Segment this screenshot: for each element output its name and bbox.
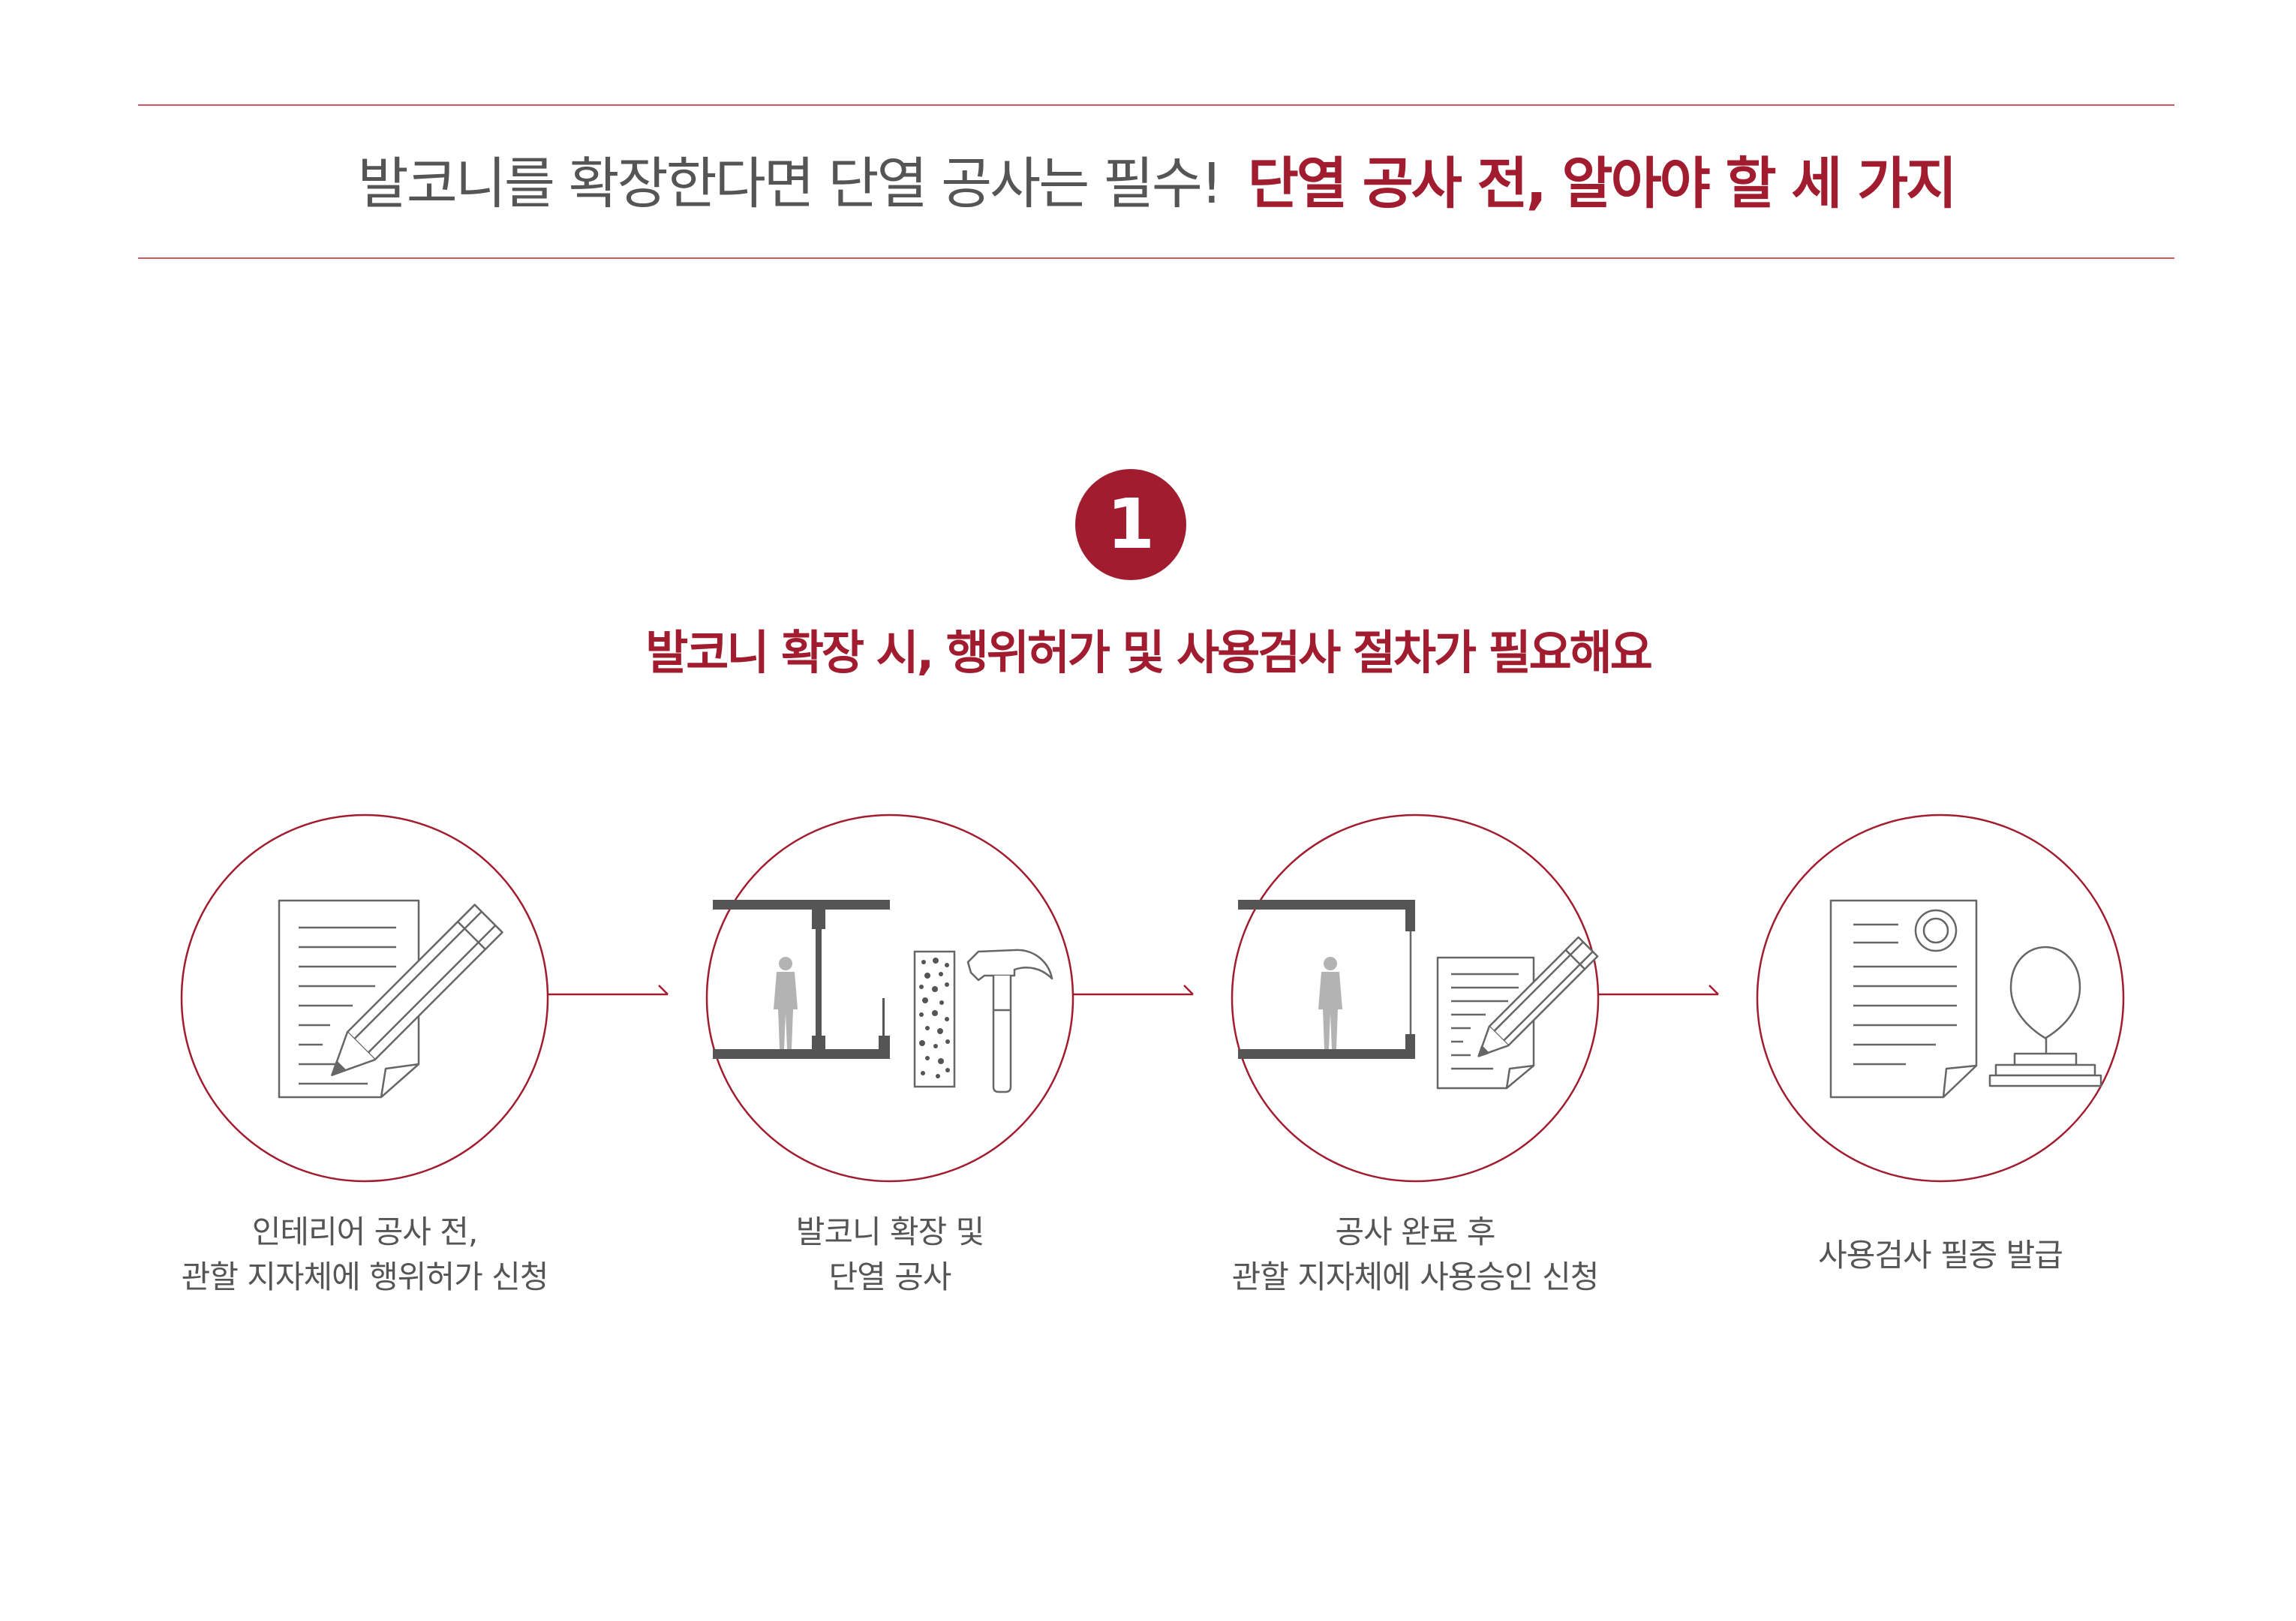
arrow-icon: [1598, 985, 1719, 996]
certificate-stamp-icon: [1829, 899, 2102, 1099]
top-divider: [138, 104, 2174, 106]
page-headline: 발코니를 확장한다면 단열 공사는 필수! 단열 공사 전, 알아야 할 세 가지: [138, 143, 2174, 225]
caption-line: 단열 공사: [828, 1259, 952, 1295]
document-pencil-icon: [278, 899, 503, 1099]
step-caption-1: 인테리어 공사 전, 관할 지자체에 행위허가 신청: [102, 1210, 627, 1300]
step-circle-4: [1756, 814, 2125, 1183]
hammer-icon: [966, 949, 1053, 1093]
section-number-badge: 1: [1075, 469, 1186, 580]
headline-emphasis: 단열 공사 전, 알아야 할 세 가지: [1247, 152, 1958, 216]
step-caption-2: 발코니 확장 및 단열 공사: [627, 1210, 1153, 1300]
caption-line: 관할 지자체에 사용승인 신청: [1231, 1259, 1600, 1295]
arrow-icon: [1073, 985, 1194, 996]
person-icon: [1318, 957, 1342, 1049]
bottom-divider: [138, 257, 2174, 259]
step-caption-4: 사용검사 필증 발급: [1678, 1233, 2203, 1278]
caption-line: 공사 완료 후: [1335, 1213, 1496, 1250]
step-caption-3: 공사 완료 후 관할 지자체에 사용승인 신청: [1153, 1210, 1678, 1300]
section-title: 발코니 확장 시, 행위허가 및 사용검사 절차가 필요해요: [645, 625, 1653, 680]
insulation-dots: [919, 958, 950, 1078]
construction-insulation-icon: [713, 900, 1053, 1093]
room-document-icon: [1238, 900, 1599, 1090]
person-icon: [774, 957, 798, 1049]
step-circle-1: [180, 814, 549, 1183]
arrow-icon: [548, 985, 669, 996]
step-circle-3: [1231, 814, 1600, 1183]
caption-line: 관할 지자체에 행위허가 신청: [181, 1259, 549, 1295]
caption-line: 발코니 확장 및: [795, 1213, 985, 1250]
caption-line: 사용검사 필증 발급: [1818, 1237, 2063, 1274]
step-circle-2: [705, 814, 1074, 1183]
headline-plain: 발코니를 확장한다면 단열 공사는 필수!: [357, 152, 1223, 216]
caption-line: 인테리어 공사 전,: [251, 1213, 479, 1250]
